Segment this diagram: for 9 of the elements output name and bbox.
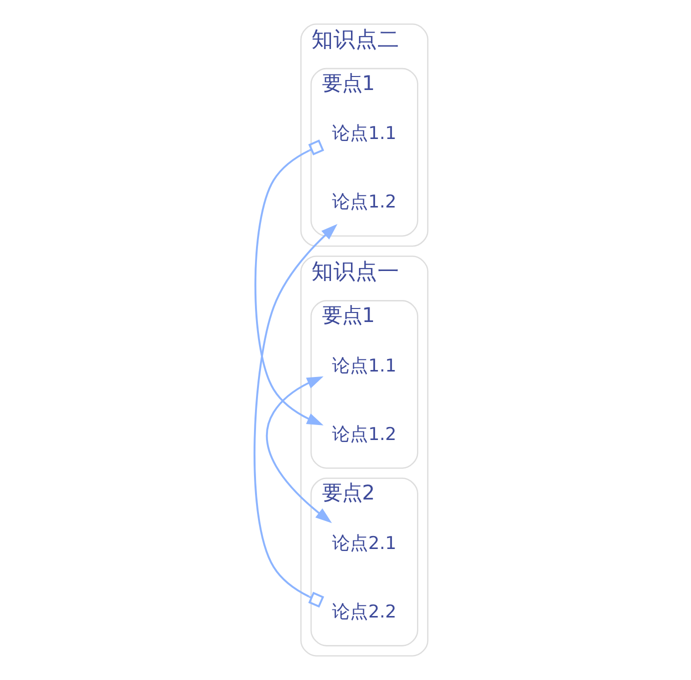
node-text: 论点1.2: [332, 192, 396, 213]
arrow: [253, 224, 337, 608]
arrow: [266, 376, 332, 524]
node-text: 论点1.1: [332, 124, 396, 144]
node-text: 论点2.1: [332, 534, 396, 554]
node-text: 论点1.2: [332, 424, 396, 445]
node-text: 论点1.1: [332, 356, 396, 376]
node-text: 论点2.2: [332, 602, 396, 622]
arrow: [254, 140, 324, 426]
